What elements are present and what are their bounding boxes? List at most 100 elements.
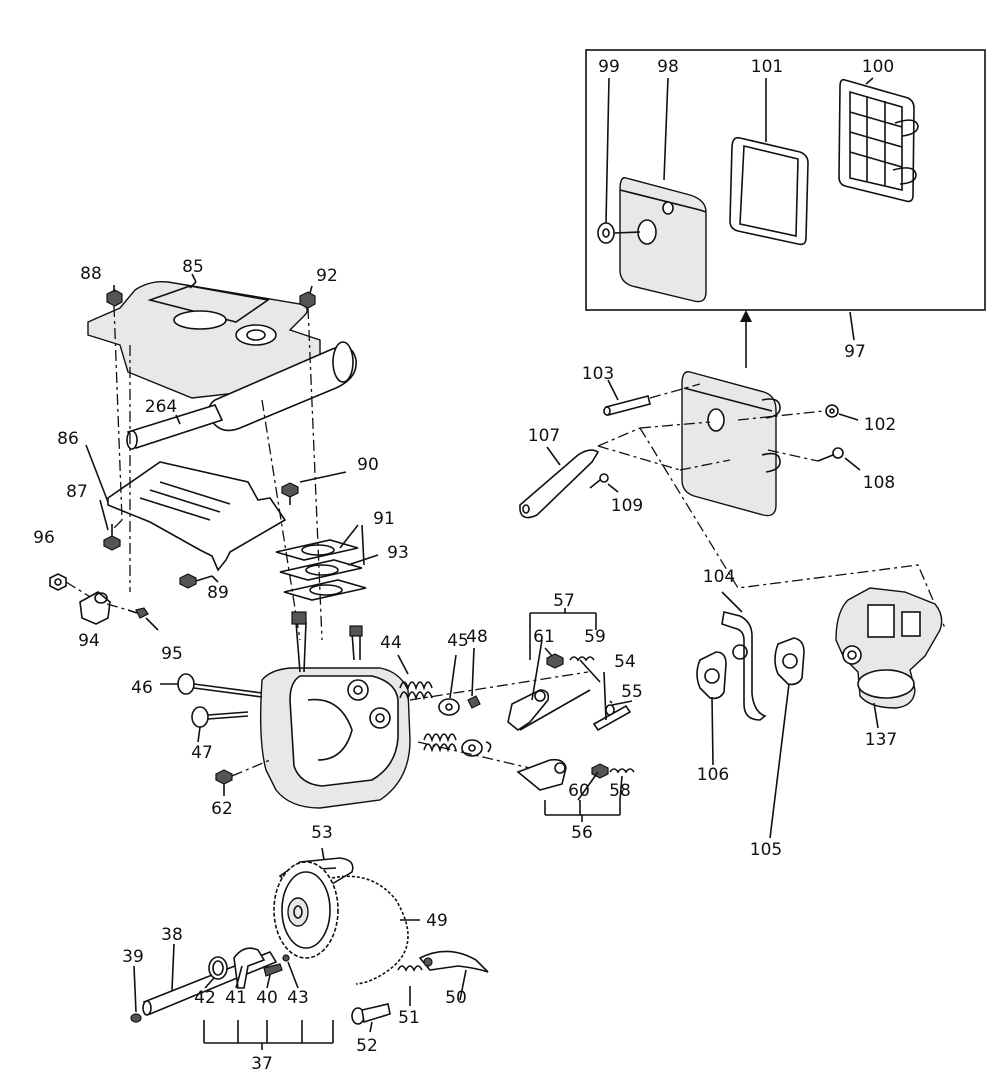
callout-106: 106 — [697, 765, 729, 785]
part-62-bolt — [215, 759, 271, 796]
callout-41: 41 — [225, 988, 247, 1008]
part-44-valve-springs — [397, 654, 457, 753]
detail-arrowhead — [740, 310, 752, 322]
part-105-gasket — [769, 637, 805, 839]
callout-47: 47 — [191, 743, 213, 763]
callout-100: 100 — [862, 57, 894, 77]
callout-46: 46 — [131, 678, 153, 698]
callout-105: 105 — [750, 840, 782, 860]
part-40-pin — [263, 963, 283, 977]
cam-sprocket — [273, 861, 339, 959]
part-87-bolt — [99, 499, 121, 551]
bracket-57 — [529, 608, 597, 660]
callout-52: 52 — [356, 1036, 378, 1056]
part-49-timing-chain — [331, 875, 420, 985]
callout-57: 57 — [553, 591, 575, 611]
callout-98: 98 — [657, 57, 679, 77]
callout-85: 85 — [182, 257, 204, 277]
part-88-nut — [106, 285, 123, 307]
part-50-tensioner — [418, 950, 489, 1001]
callout-48: 48 — [466, 627, 488, 647]
part-89-bolt — [179, 573, 219, 589]
callout-92: 92 — [316, 266, 338, 286]
part-100-air-filter-cover — [838, 77, 919, 203]
callout-91: 91 — [373, 509, 395, 529]
callout-103: 103 — [582, 364, 614, 384]
callout-107: 107 — [528, 426, 560, 446]
part-103-breather-pipe — [603, 379, 651, 416]
part-43-spring — [282, 954, 290, 962]
air-cleaner-assembly — [519, 371, 946, 629]
part-42-washer — [208, 956, 228, 980]
callout-43: 43 — [287, 988, 309, 1008]
part-94-spark-arrester — [79, 591, 129, 625]
callout-53: 53 — [311, 823, 333, 843]
part-54-pivot-shaft — [592, 671, 632, 732]
part-59-adjuster — [569, 656, 595, 662]
part-137-carburetor — [835, 587, 943, 729]
part-91-gaskets — [275, 524, 379, 601]
callout-50: 50 — [445, 988, 467, 1008]
part-90-bolt — [281, 471, 347, 505]
leader-97 — [849, 311, 855, 341]
callout-60: 60 — [568, 781, 590, 801]
callout-45: 45 — [447, 631, 469, 651]
callout-264: 264 — [145, 397, 177, 417]
callout-101: 101 — [751, 57, 783, 77]
callout-93: 93 — [387, 543, 409, 563]
callout-leaders — [204, 647, 633, 989]
part-99-gasket — [597, 77, 615, 244]
part-86-guard — [85, 444, 287, 572]
part-95-screw — [127, 607, 159, 631]
callout-labels: 99 98 101 100 97 88 85 92 264 86 87 90 9… — [33, 57, 897, 1074]
callout-42: 42 — [194, 988, 216, 1008]
part-41-cam-follower — [233, 947, 266, 989]
callout-62: 62 — [211, 799, 233, 819]
muffler-assembly-lines — [111, 305, 323, 641]
callout-96: 96 — [33, 528, 55, 548]
part-39-clip — [130, 965, 142, 1023]
part-96-nut — [49, 573, 93, 599]
part-264-tail-pipe — [126, 341, 357, 450]
part-48-collets — [467, 647, 492, 753]
part-109-bolt — [589, 473, 619, 493]
callout-104: 104 — [703, 567, 735, 587]
callout-39: 39 — [122, 947, 144, 967]
callout-95: 95 — [161, 644, 183, 664]
callout-109: 109 — [611, 496, 643, 516]
callout-97: 97 — [844, 342, 866, 362]
detail-frame — [585, 49, 986, 311]
callout-40: 40 — [256, 988, 278, 1008]
callout-59: 59 — [584, 627, 606, 647]
air-filter-detail-box — [585, 49, 986, 368]
callout-99: 99 — [598, 57, 620, 77]
callout-94: 94 — [78, 631, 100, 651]
callout-38: 38 — [161, 925, 183, 945]
callout-108: 108 — [863, 473, 895, 493]
callout-37: 37 — [251, 1054, 273, 1074]
callout-88: 88 — [80, 264, 102, 284]
callout-51: 51 — [398, 1008, 420, 1028]
rocker-assembly-lines — [409, 671, 591, 769]
part-104-insulator — [721, 591, 767, 721]
callout-61: 61 — [533, 627, 555, 647]
part-108-bolt — [817, 447, 861, 471]
callout-87: 87 — [66, 482, 88, 502]
part-107-bracket — [519, 446, 600, 519]
assembly-line-carb — [639, 427, 946, 629]
callout-44: 44 — [380, 633, 402, 653]
cylinder-head — [259, 611, 411, 809]
part-102-nut — [825, 404, 859, 421]
part-52-pin — [351, 1003, 391, 1033]
callout-54: 54 — [614, 652, 636, 672]
callout-86: 86 — [57, 429, 79, 449]
part-56-rocker-arm — [516, 758, 567, 791]
callout-55: 55 — [621, 682, 643, 702]
bracket-37 — [203, 1020, 334, 1050]
callout-56: 56 — [571, 823, 593, 843]
callout-89: 89 — [207, 583, 229, 603]
part-58-adjuster — [609, 768, 635, 774]
part-51-spring — [397, 965, 423, 1006]
